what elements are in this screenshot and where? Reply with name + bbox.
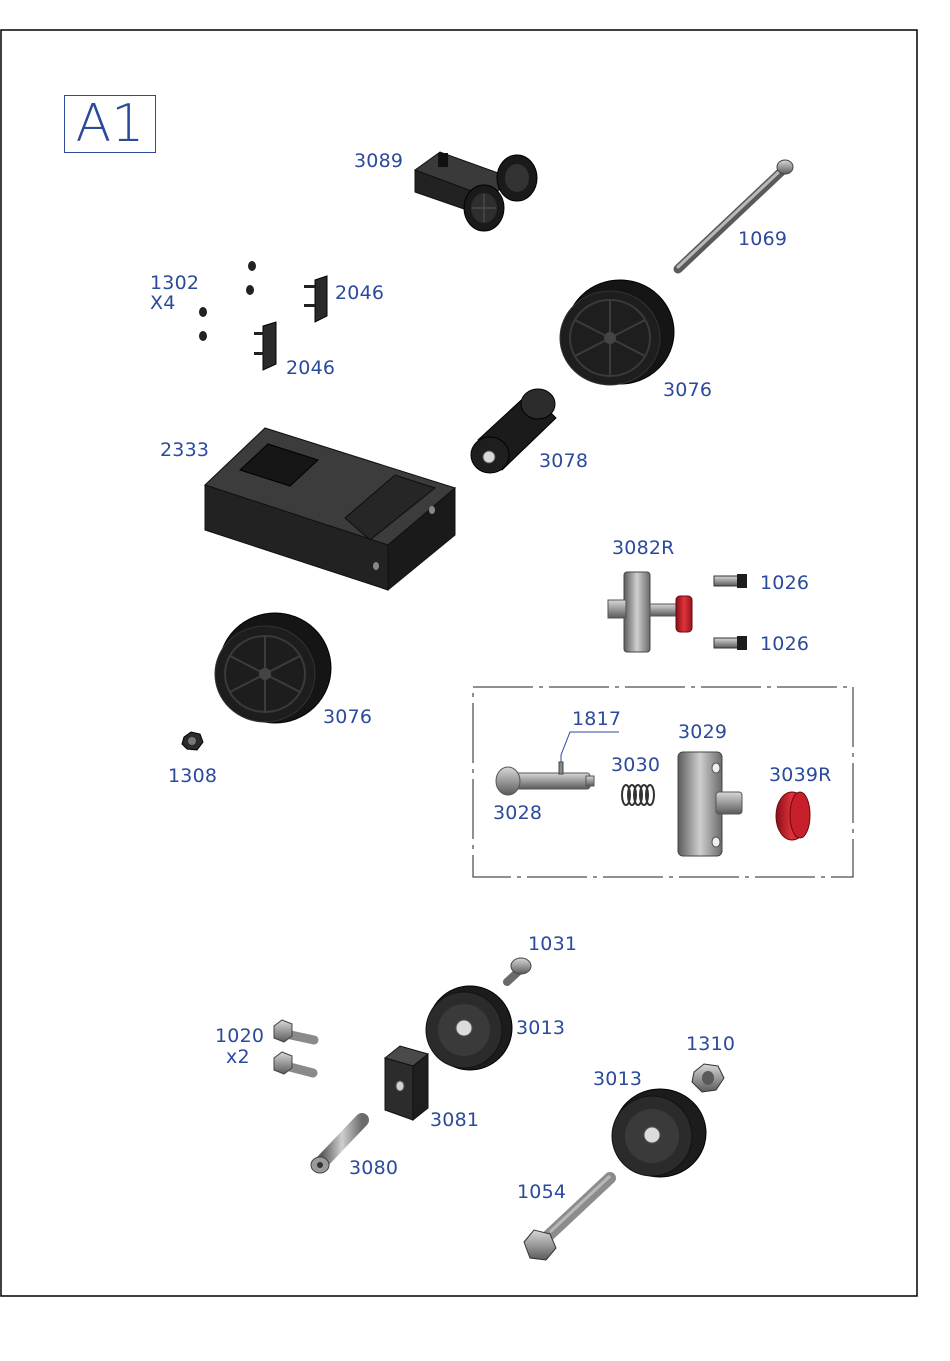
sheet-id-box: A1 bbox=[64, 95, 156, 153]
label-3082R: 3082R bbox=[612, 538, 675, 558]
part-3030-spring bbox=[622, 785, 654, 805]
label-3081: 3081 bbox=[430, 1110, 479, 1130]
part-3039R-knob bbox=[776, 792, 810, 840]
part-3013-pulley-upper bbox=[426, 986, 512, 1070]
label-1069: 1069 bbox=[738, 229, 787, 249]
label-3029: 3029 bbox=[678, 722, 727, 742]
part-3082R-latch bbox=[608, 572, 692, 652]
label-1054: 1054 bbox=[517, 1182, 566, 1202]
label-3039R: 3039R bbox=[769, 765, 832, 785]
sheet-border bbox=[1, 30, 917, 1296]
label-3076-upper: 3076 bbox=[663, 380, 712, 400]
part-1069-axle-rod bbox=[678, 160, 793, 269]
label-1026-upper: 1026 bbox=[760, 573, 809, 593]
label-1020: 1020 bbox=[215, 1026, 264, 1046]
part-1026-screw-lower bbox=[714, 636, 747, 650]
label-3028: 3028 bbox=[493, 803, 542, 823]
label-1020-qty: x2 bbox=[226, 1047, 250, 1067]
part-3013-pulley-lower bbox=[612, 1089, 706, 1177]
part-1302-nuts bbox=[199, 261, 256, 341]
label-3013-upper: 3013 bbox=[516, 1018, 565, 1038]
label-1302-qty: X4 bbox=[150, 293, 176, 313]
part-1020-bolt-lower bbox=[274, 1052, 313, 1074]
part-3076-wheel-upper bbox=[560, 280, 674, 385]
label-3030: 3030 bbox=[611, 755, 660, 775]
label-2333: 2333 bbox=[160, 440, 209, 460]
label-3089: 3089 bbox=[354, 151, 403, 171]
label-3013-lower: 3013 bbox=[593, 1069, 642, 1089]
part-1817-roll-pin bbox=[559, 732, 619, 774]
label-1302: 1302 bbox=[150, 273, 199, 293]
part-1310-nut bbox=[692, 1064, 724, 1092]
part-1020-bolt-upper bbox=[274, 1020, 314, 1042]
part-2046-bracket-lower bbox=[254, 322, 276, 370]
label-2046-upper: 2046 bbox=[335, 283, 384, 303]
label-1031: 1031 bbox=[528, 934, 577, 954]
label-1310: 1310 bbox=[686, 1034, 735, 1054]
part-2046-bracket-upper bbox=[304, 276, 327, 322]
part-3029-latch-body bbox=[678, 752, 742, 856]
part-1308-nut bbox=[182, 732, 203, 750]
label-1308: 1308 bbox=[168, 766, 217, 786]
part-2333-frame bbox=[205, 428, 455, 590]
part-3081-block bbox=[385, 1046, 428, 1120]
label-1817: 1817 bbox=[572, 709, 621, 729]
label-3078: 3078 bbox=[539, 451, 588, 471]
label-2046-lower: 2046 bbox=[286, 358, 335, 378]
part-3089-cart-assembly bbox=[415, 152, 537, 231]
part-3076-wheel-lower bbox=[215, 613, 331, 723]
part-3028-plunger-pin bbox=[496, 767, 594, 795]
part-1026-screw-upper bbox=[714, 574, 747, 588]
label-3080: 3080 bbox=[349, 1158, 398, 1178]
label-1026-lower: 1026 bbox=[760, 634, 809, 654]
part-1031-screw bbox=[507, 958, 531, 982]
label-3076-lower: 3076 bbox=[323, 707, 372, 727]
